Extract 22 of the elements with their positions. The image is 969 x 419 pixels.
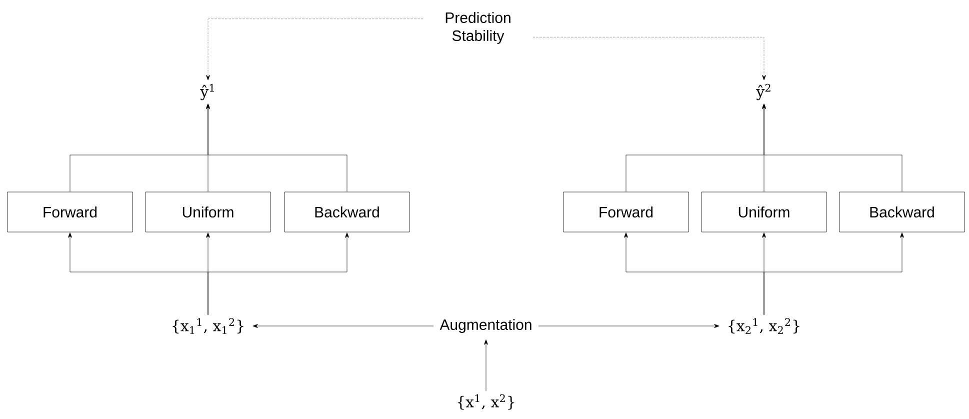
process-box: Backward — [839, 192, 965, 232]
arrow — [533, 36, 766, 80]
arrow — [764, 232, 904, 316]
variable-label: ŷ$^{2}$ — [756, 84, 770, 100]
variable-label: {x$_{1}$$^{1}$, x$_{1}$$^{2}$} — [172, 318, 244, 334]
arrow — [762, 104, 902, 192]
process-box: Uniform — [701, 192, 827, 232]
arrow — [484, 340, 488, 392]
process-box: Uniform — [145, 192, 271, 232]
arrow — [208, 232, 349, 316]
arrow — [252, 324, 434, 328]
arrow — [206, 104, 348, 192]
process-label: Augmentation — [440, 319, 532, 333]
process-box: Forward — [563, 192, 689, 232]
arrow — [538, 324, 720, 328]
process-box: Forward — [7, 192, 133, 232]
variable-label: {x$_{2}$$^{1}$, x$_{2}$$^{2}$} — [728, 318, 800, 334]
output-label: Prediction Stability — [446, 12, 510, 44]
variable-label: ŷ$^{1}$ — [200, 84, 214, 100]
variable-label: {x$^{1}$, x$^{2}$} — [458, 394, 514, 410]
arrow — [206, 18, 423, 80]
process-box: Backward — [284, 192, 410, 232]
